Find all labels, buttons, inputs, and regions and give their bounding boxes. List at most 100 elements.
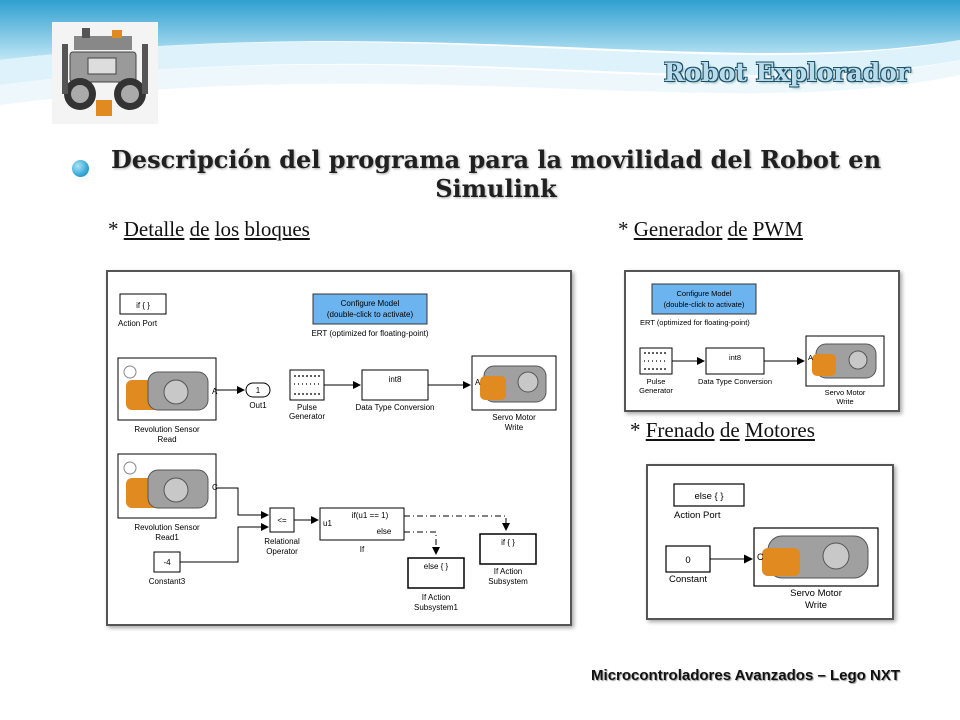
- block-label: Pulse: [297, 403, 318, 412]
- if-action-subsystem-block[interactable]: [479, 533, 537, 565]
- block-label: Relational: [264, 537, 300, 546]
- action-port-block[interactable]: [119, 293, 167, 315]
- out1-label: Out1: [249, 401, 267, 410]
- pulse-wave-icon: [644, 352, 668, 370]
- motor-icon: [762, 548, 800, 576]
- section-detalle: * Detalle de los bloques: [108, 217, 310, 242]
- block-label: Subsystem: [488, 577, 528, 586]
- block-label: If Action: [422, 593, 450, 602]
- block-label: Generator: [639, 386, 673, 395]
- pulse-generator-block[interactable]: [289, 369, 325, 401]
- block-label: Write: [836, 397, 853, 406]
- word: PWM: [752, 217, 803, 241]
- simulink-diagram-main: if { } Action Port Configure Model (doub…: [106, 270, 572, 626]
- block-label: Data Type Conversion: [698, 377, 772, 386]
- block-label: Generator: [289, 412, 325, 421]
- block-label: Revolution Sensor: [134, 523, 200, 532]
- config-line2: (double-click to activate): [327, 310, 414, 319]
- action-port-block-text: else { }: [694, 491, 723, 502]
- action-port-label: Action Port: [674, 510, 721, 521]
- port-label: A: [212, 387, 218, 396]
- block-label: If Action: [494, 567, 522, 576]
- block-label: Servo Motor: [492, 413, 536, 422]
- diagram-brake-canvas: else { } Action Port 0 Constant C Servo …: [665, 483, 879, 611]
- configure-model-block[interactable]: [312, 293, 428, 325]
- subsystem-text: if { }: [501, 538, 515, 547]
- motor-icon: [480, 376, 506, 400]
- constant-value: -4: [163, 558, 171, 567]
- port-label: A: [475, 378, 481, 387]
- simulink-diagram-pwm: Configure Model (double-click to activat…: [624, 270, 900, 412]
- block-label: Data Type Conversion: [355, 403, 434, 412]
- config-line1: Configure Model: [341, 299, 400, 308]
- motor-icon: [812, 354, 836, 376]
- action-port-block[interactable]: [673, 483, 745, 507]
- section-generador: * Generador de PWM: [618, 217, 803, 242]
- gear-icon: [123, 365, 137, 379]
- subsystem-text: else { }: [424, 562, 449, 571]
- if-action-subsystem1-block[interactable]: [407, 557, 465, 589]
- word: Frenado: [645, 418, 715, 442]
- word: bloques: [244, 217, 310, 241]
- word: de: [719, 418, 740, 442]
- block-label: Constant3: [149, 577, 186, 586]
- word: de: [727, 217, 748, 241]
- constant-value: 0: [685, 555, 690, 566]
- block-label: Write: [505, 423, 524, 432]
- block-label: Servo Motor: [825, 388, 866, 397]
- block-label: Write: [805, 600, 827, 611]
- bullet-asterisk: *: [618, 217, 629, 241]
- if-block[interactable]: [319, 507, 405, 541]
- if-input: u1: [323, 519, 332, 528]
- block-label: Operator: [266, 547, 298, 556]
- pulse-wave-icon: [294, 375, 320, 395]
- action-port-label: Action Port: [118, 319, 158, 328]
- bullet-icon: [72, 160, 89, 177]
- block-label: Read: [157, 435, 176, 444]
- dtc-text: int8: [389, 375, 402, 384]
- block-label: Constant: [669, 574, 707, 585]
- constant-block[interactable]: [665, 545, 711, 573]
- diagram-main-canvas: if { } Action Port Configure Model (doub…: [117, 293, 557, 612]
- port-label: C: [757, 552, 764, 562]
- port-label: A: [808, 353, 813, 362]
- word: Motores: [744, 418, 815, 442]
- out1-port[interactable]: [245, 382, 271, 398]
- action-port-block-text: if { }: [136, 301, 150, 310]
- word: de: [189, 217, 210, 241]
- block-label: Read1: [155, 533, 179, 542]
- slide-title: Robot Explorador: [663, 58, 910, 87]
- if-condition: if(u1 == 1): [352, 511, 389, 520]
- relational-text: <=: [277, 516, 287, 525]
- dtc-text: int8: [729, 353, 741, 362]
- bullet-asterisk: *: [630, 418, 641, 442]
- robot-logo: [52, 22, 158, 124]
- section-frenado: * Frenado de Motores: [630, 418, 815, 443]
- config-line2: (double-click to activate): [664, 300, 745, 309]
- constant3-block[interactable]: [153, 551, 181, 573]
- block-label: Subsystem1: [414, 603, 459, 612]
- config-caption: ERT (optimized for floating-point): [311, 329, 428, 338]
- simulink-diagram-brake: else { } Action Port 0 Constant C Servo …: [646, 464, 894, 620]
- main-heading: Descripción del programa para la movilid…: [110, 145, 882, 203]
- footer-text: Microcontroladores Avanzados – Lego NXT: [591, 667, 900, 684]
- if-else: else: [377, 527, 392, 536]
- diagram-pwm-canvas: Configure Model (double-click to activat…: [639, 283, 885, 406]
- block-label: Pulse: [647, 377, 666, 386]
- word: Detalle: [123, 217, 185, 241]
- word: Generador: [633, 217, 723, 241]
- word: los: [214, 217, 240, 241]
- data-type-conversion-block[interactable]: [705, 347, 765, 375]
- bullet-asterisk: *: [108, 217, 119, 241]
- data-type-conversion-block[interactable]: [361, 369, 429, 401]
- block-label: Servo Motor: [790, 588, 842, 599]
- configure-model-block[interactable]: [651, 283, 757, 315]
- config-line1: Configure Model: [676, 289, 731, 298]
- config-caption: ERT (optimized for floating-point): [640, 318, 750, 327]
- out1-value: 1: [256, 386, 261, 395]
- relational-operator-block[interactable]: [269, 507, 295, 533]
- port-label: C: [212, 483, 218, 492]
- gear-icon: [123, 461, 137, 475]
- block-label: If: [360, 545, 365, 554]
